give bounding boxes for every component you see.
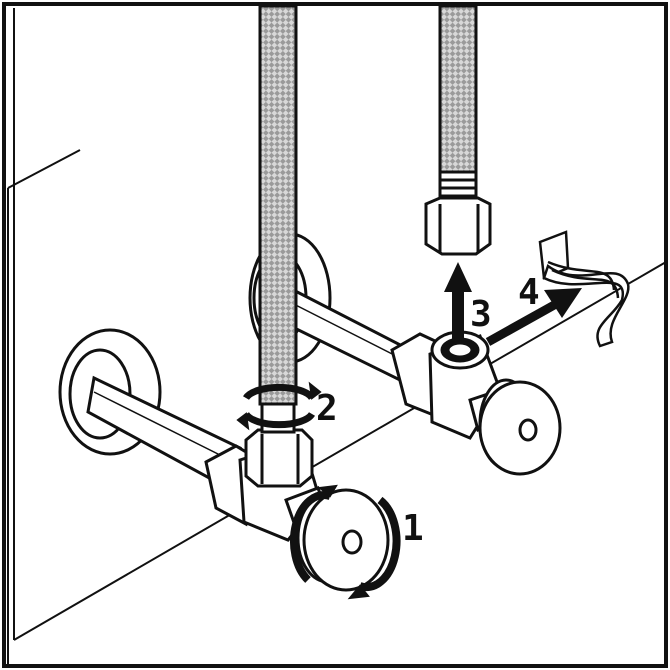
diagonal-arrow-icon bbox=[485, 288, 582, 346]
rotation-arrow-icon bbox=[289, 484, 401, 600]
left-valve-handle[interactable] bbox=[296, 488, 390, 592]
wall-lines bbox=[7, 8, 667, 666]
left-hose bbox=[244, 4, 314, 488]
step-2-label: 2 bbox=[316, 388, 338, 429]
right-hose bbox=[424, 4, 492, 256]
tape-icon bbox=[538, 230, 630, 348]
step-4-label: 4 bbox=[518, 272, 540, 313]
rotation-arrow-icon bbox=[236, 381, 322, 431]
up-arrow-icon bbox=[444, 262, 472, 340]
right-valve-handle[interactable] bbox=[478, 378, 562, 476]
step-3-label: 3 bbox=[470, 294, 492, 335]
step-1-label: 1 bbox=[402, 508, 424, 549]
